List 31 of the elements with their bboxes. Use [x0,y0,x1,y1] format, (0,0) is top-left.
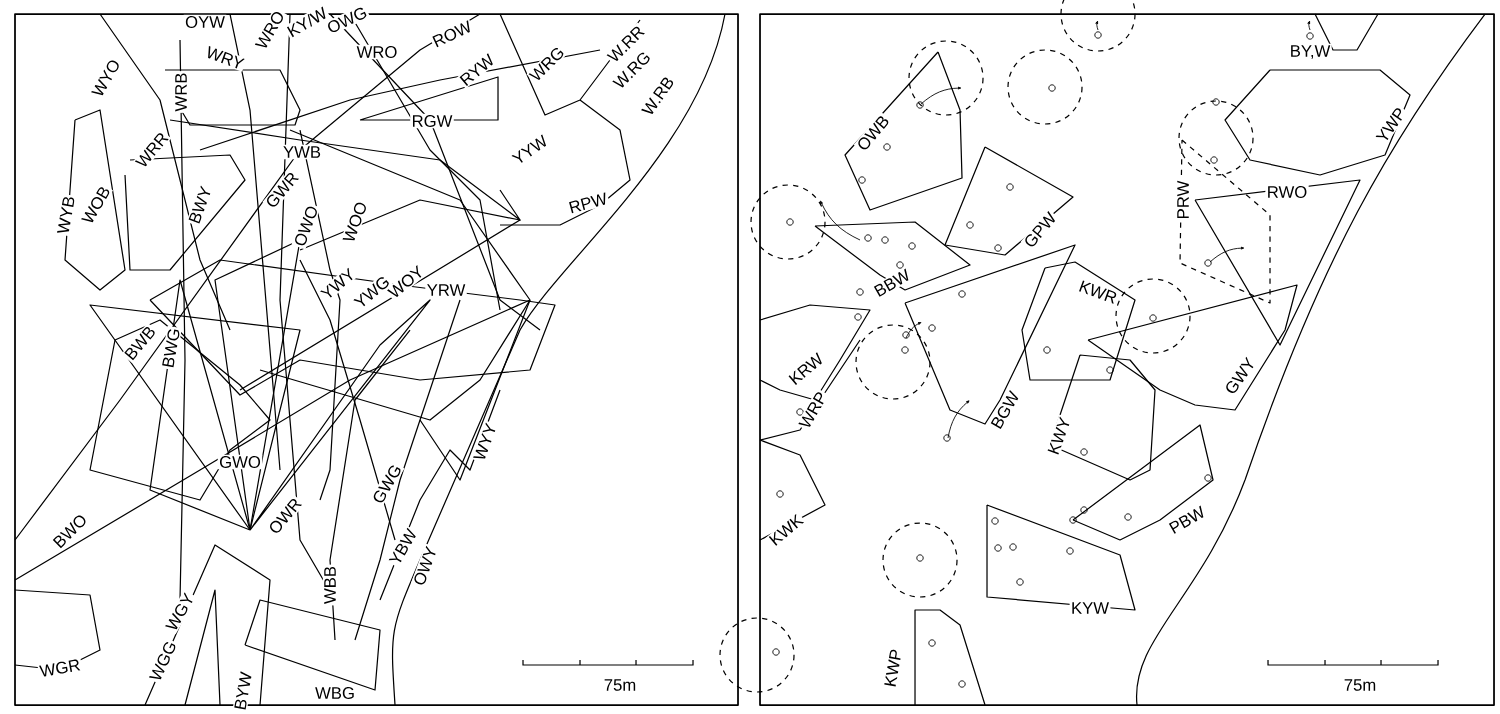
code-label: GWO [217,454,263,470]
code-label: KWR [1075,278,1121,306]
code-label: WRB [173,71,189,113]
scale-label: 75m [1344,679,1376,691]
code-label: RPW [566,190,610,216]
code-label: ROW [429,18,475,50]
code-label: RGW [410,113,454,129]
code-label: OWY [410,543,440,589]
code-label: WBG [313,685,357,701]
code-label: KYW [1069,600,1111,616]
code-label: WBB [322,564,338,606]
code-label: WYY [471,420,499,464]
code-label: BYW [232,669,254,713]
code-label: WYB [55,193,77,237]
code-label: PRW [1175,179,1191,221]
code-label: BWG [160,325,182,371]
code-label: WGR [37,657,83,679]
code-label: YRW [425,282,467,298]
code-label: KWP [882,646,904,690]
code-label: BWY [186,183,214,227]
code-label: YYW [509,132,551,168]
code-label: WGG [146,637,180,685]
code-label: BY,W [1288,43,1332,61]
code-label: WRY [203,44,247,72]
code-label: KWY [1045,414,1073,458]
code-label: YWB [281,144,323,160]
scale-label: 75m [604,679,636,691]
code-label: RWO [1265,184,1309,200]
code-label: WOO [340,198,370,246]
code-label: OWO [291,202,321,250]
code-label: WRO [355,44,399,60]
